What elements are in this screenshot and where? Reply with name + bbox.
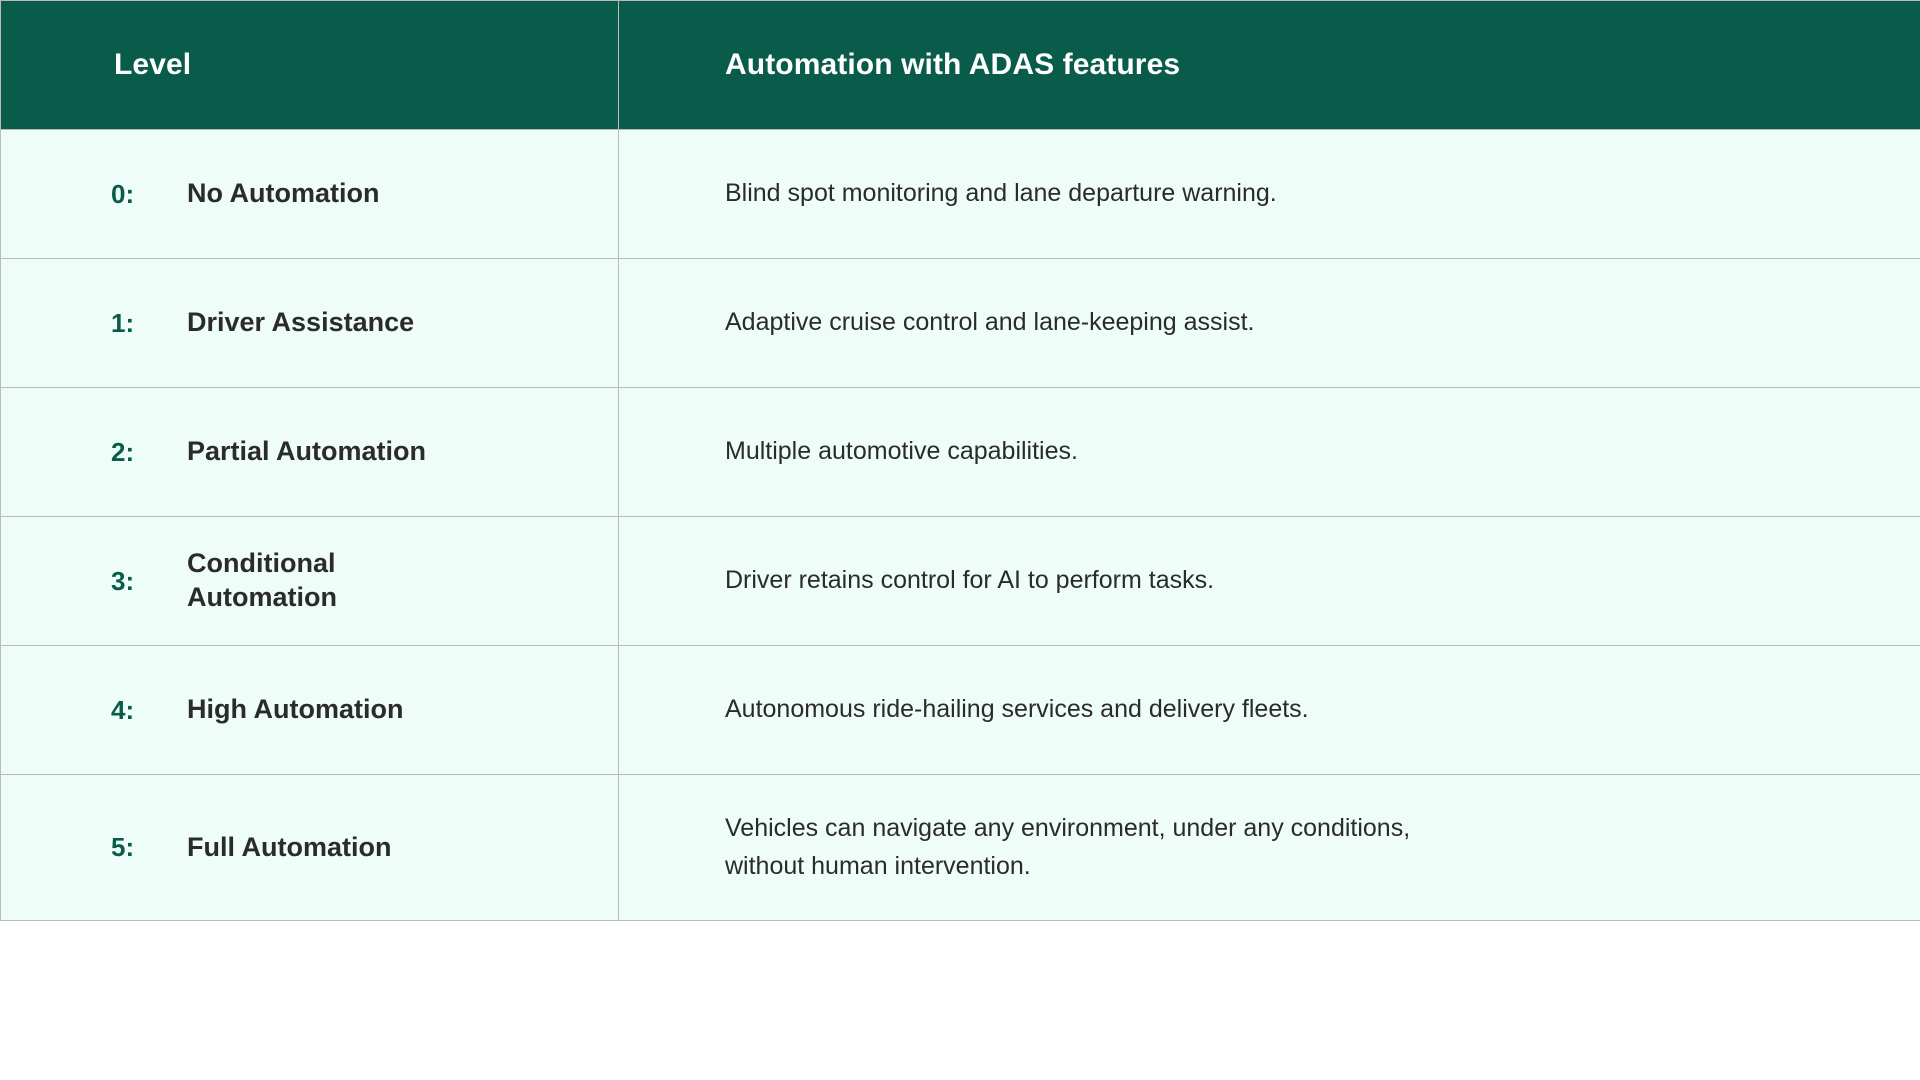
description-cell-content: Autonomous ride-hailing services and del…	[619, 691, 1920, 729]
description-cell-content: Multiple automotive capabilities.	[619, 433, 1920, 471]
description-cell: Driver retains control for AI to perform…	[618, 516, 1920, 646]
table-row: 3: Conditional Automation Driver retains…	[0, 516, 1920, 646]
table-row: 0: No Automation Blind spot monitoring a…	[0, 129, 1920, 259]
description-text: Autonomous ride-hailing services and del…	[725, 695, 1309, 724]
level-cell-content: 0: No Automation	[1, 177, 618, 211]
table-row: 4: High Automation Autonomous ride-haili…	[0, 645, 1920, 775]
description-text: Multiple automotive capabilities.	[725, 437, 1078, 466]
description-text: Adaptive cruise control and lane-keeping…	[725, 308, 1255, 337]
level-cell-content: 3: Conditional Automation	[1, 547, 618, 615]
level-cell: 3: Conditional Automation	[0, 516, 619, 646]
description-cell-content: Blind spot monitoring and lane departure…	[619, 175, 1920, 213]
level-cell: 2: Partial Automation	[0, 387, 619, 517]
level-cell-content: 1: Driver Assistance	[1, 306, 618, 340]
description-cell-content: Vehicles can navigate any environment, u…	[619, 810, 1920, 885]
level-number: 5:	[111, 832, 135, 863]
level-cell: 5: Full Automation	[0, 774, 619, 921]
level-number: 4:	[111, 694, 135, 725]
level-number: 2:	[111, 436, 135, 467]
level-cell: 4: High Automation	[0, 645, 619, 775]
column-header-description: Automation with ADAS features	[618, 0, 1920, 130]
table-header-row: Level Automation with ADAS features	[0, 0, 1920, 130]
level-name: Driver Assistance	[187, 307, 415, 338]
table-row: 5: Full Automation Vehicles can navigate…	[0, 774, 1920, 921]
column-header-description-label: Automation with ADAS features	[725, 48, 1181, 81]
level-number: 0:	[111, 178, 135, 209]
description-cell-content: Adaptive cruise control and lane-keeping…	[619, 304, 1920, 342]
description-cell: Autonomous ride-hailing services and del…	[618, 645, 1920, 775]
description-cell: Adaptive cruise control and lane-keeping…	[618, 258, 1920, 388]
description-text: Vehicles can navigate any environment, u…	[725, 814, 1411, 880]
table-row: 2: Partial Automation Multiple automotiv…	[0, 387, 1920, 517]
description-cell: Multiple automotive capabilities.	[618, 387, 1920, 517]
column-header-level: Level	[0, 0, 619, 130]
level-cell: 0: No Automation	[0, 129, 619, 259]
level-name: Conditional Automation	[187, 548, 337, 612]
table-body: 0: No Automation Blind spot monitoring a…	[0, 129, 1920, 921]
description-cell: Vehicles can navigate any environment, u…	[618, 774, 1920, 921]
level-cell: 1: Driver Assistance	[0, 258, 619, 388]
level-number: 3:	[111, 565, 135, 596]
description-cell: Blind spot monitoring and lane departure…	[618, 129, 1920, 259]
level-name: High Automation	[187, 694, 404, 725]
level-name: Partial Automation	[187, 436, 427, 467]
description-cell-content: Driver retains control for AI to perform…	[619, 562, 1920, 600]
level-cell-content: 5: Full Automation	[1, 831, 618, 865]
description-text: Driver retains control for AI to perform…	[725, 566, 1215, 595]
table-row: 1: Driver Assistance Adaptive cruise con…	[0, 258, 1920, 388]
column-header-level-label: Level	[114, 48, 192, 81]
adas-levels-table: Level Automation with ADAS features 0: N…	[0, 0, 1920, 921]
level-cell-content: 2: Partial Automation	[1, 435, 618, 469]
level-name: Full Automation	[187, 831, 392, 862]
level-number: 1:	[111, 307, 135, 338]
level-cell-content: 4: High Automation	[1, 693, 618, 727]
level-name: No Automation	[187, 178, 380, 209]
description-text: Blind spot monitoring and lane departure…	[725, 179, 1277, 208]
table-header: Level Automation with ADAS features	[0, 0, 1920, 130]
